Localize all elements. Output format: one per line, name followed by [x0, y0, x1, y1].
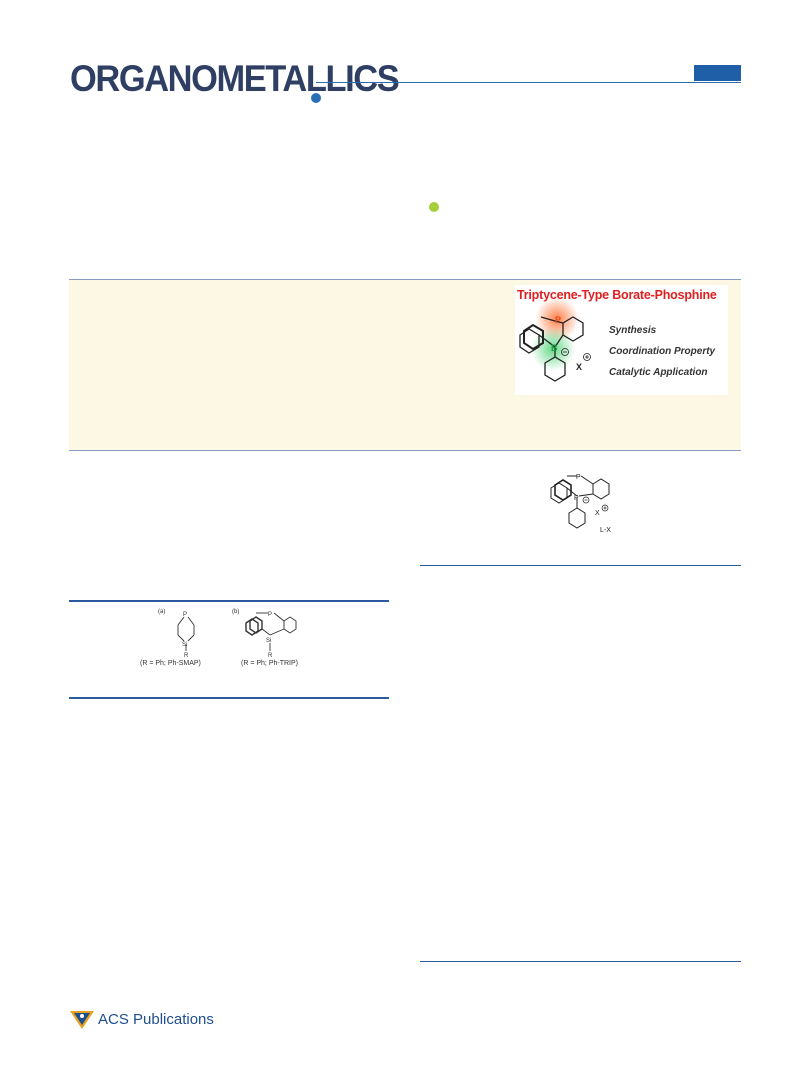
figure-label-b: (b) [232, 609, 239, 615]
figure-atom-p-a: P [183, 612, 187, 618]
toc-item-catalytic: Catalytic Application [609, 367, 708, 378]
masthead-rule [316, 82, 741, 83]
scheme-borate-phosphine: P P X L-X [550, 474, 611, 534]
figure-atom-p-b: P [268, 612, 272, 618]
toc-structure-drawing: P B X [519, 297, 591, 382]
article-type-tab [694, 65, 741, 81]
scheme-counterion: X [595, 510, 600, 517]
orcid-icon[interactable] [429, 202, 439, 212]
figure-rule-bottom [69, 697, 389, 699]
figure-atom-r-a: R [184, 653, 189, 659]
toc-counterion: X [576, 362, 582, 372]
scheme-atom-p-mid: P [574, 495, 579, 502]
figure-structures: (a) (b) P Si R P Si R [158, 609, 297, 659]
figure-atom-si-a: Si [182, 642, 187, 648]
journal-masthead: ORGANOMETALLICS [70, 58, 400, 99]
toc-atom-b: B [551, 343, 558, 353]
figure-atom-si-b: Si [266, 638, 271, 644]
toc-title: Triptycene-Type Borate-Phosphine [517, 288, 717, 302]
scheme-ligand-label: L-X [600, 527, 611, 534]
figure-caption-b: (R = Ph; Ph-TRIP) [241, 660, 298, 667]
scheme-atom-p-top: P [576, 474, 581, 481]
acs-publications-text[interactable]: ACS Publications [98, 1011, 214, 1028]
figure-rule-top [69, 600, 389, 602]
figure-atom-r-b: R [268, 653, 273, 659]
right-column-rule-bottom [420, 961, 741, 962]
toc-atom-p: P [555, 315, 561, 325]
toc-item-coordination: Coordination Property [609, 346, 716, 357]
right-column-rule-top [420, 565, 741, 566]
toc-item-synthesis: Synthesis [609, 325, 657, 336]
figure-label-a: (a) [158, 609, 165, 615]
acs-logo-icon[interactable] [68, 1005, 96, 1031]
figure-caption-a: (R = Ph; Ph-SMAP) [140, 660, 201, 667]
toc-graphic: Triptycene-Type Borate-Phosphine P [515, 285, 728, 395]
verified-check-icon [311, 93, 321, 103]
